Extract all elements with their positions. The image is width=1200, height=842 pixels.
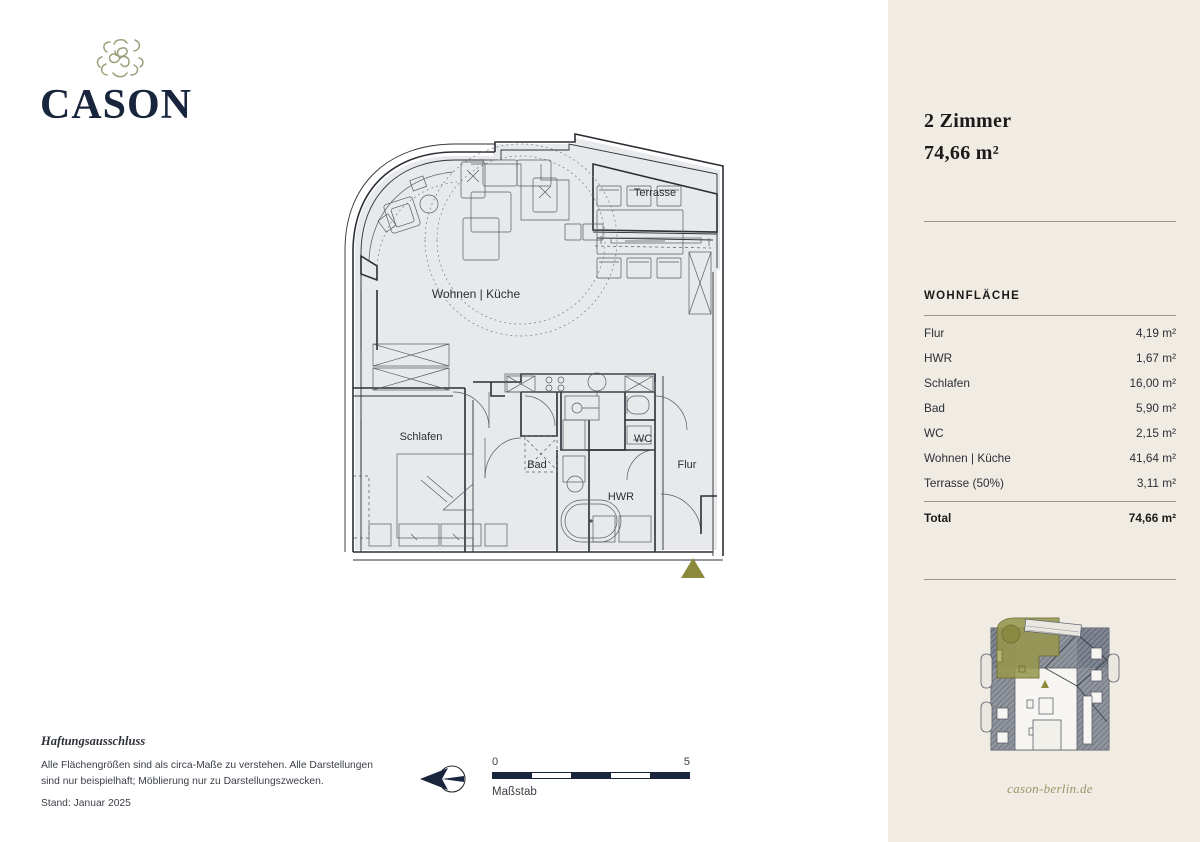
row-label: Terrasse (50%) [924,475,1004,490]
table-row-total: Total 74,66 m² [924,502,1176,531]
furniture-wc [626,395,652,445]
disclaimer: Haftungsausschluss Alle Flächengrößen si… [41,734,386,809]
table-row: Wohnen | Küche 41,64 m² [924,445,1176,470]
disclaimer-body: Alle Flächengrößen sind als circa-Maße z… [41,760,373,787]
furniture-kitchen [504,372,656,396]
plan-pane: CASON .w { fill:none; stroke:#2b2f36; st… [40,34,785,809]
row-label: Flur [924,325,945,340]
total-value: 74,66 m² [1128,511,1176,525]
row-value: 41,64 m² [1129,450,1176,465]
unit-rooms: 2 Zimmer [924,110,1012,132]
row-value: 4,19 m² [1136,325,1176,340]
furniture-hwr [592,515,652,543]
table-row: Bad 5,90 m² [924,395,1176,420]
row-value: 16,00 m² [1129,375,1176,390]
row-label: Bad [924,400,945,415]
row-value: 3,11 m² [1136,475,1176,490]
scale-start-label: 0 [492,756,499,768]
brand-logo: CASON [40,34,260,126]
divider-table-head [924,315,1176,316]
room-label-wc: WC [634,433,652,445]
website-url: cason-berlin.de [1007,781,1093,796]
row-value: 1,67 m² [1136,350,1176,365]
door-swings [452,391,717,535]
divider-table-total [924,501,1176,502]
row-value: 5,90 m² [1136,400,1176,415]
room-label-bad: Bad [527,459,547,471]
area-table-rows: Flur 4,19 m² HWR 1,67 m² Schlafen 16,00 … [924,320,1176,495]
brand-name: CASON [40,82,193,128]
row-label: Wohnen | Küche [924,450,1011,465]
total-label: Total [924,511,952,525]
disclaimer-date: Stand: Januar 2025 [41,797,131,809]
room-label-schlafen: Schlafen [400,431,443,443]
table-row: Schlafen 16,00 m² [924,370,1176,395]
room-label-terrasse: Terrasse [634,187,676,199]
exterior-walls [344,133,724,561]
rose-rosette-icon [90,34,260,82]
entrance-marker-icon [681,558,705,578]
scale-end-label: 5 [683,756,690,768]
divider-top [924,221,1176,222]
building-keyplan [924,610,1176,760]
area-table: WOHNFLÄCHE Flur 4,19 m² HWR 1,67 m² Schl… [924,290,1176,531]
room-label-flur: Flur [678,459,697,471]
row-label: WC [924,425,944,440]
disclaimer-title: Haftungsausschluss [41,734,146,748]
info-pane: 2 Zimmer 74,66 m² WOHNFLÄCHE Flur 4,19 m… [888,0,1200,842]
table-row: WC 2,15 m² [924,420,1176,445]
scale-caption: Maßstab [492,786,537,798]
terrasse-area [592,162,718,249]
furniture-bedroom [353,343,508,547]
furniture-bathroom [524,395,622,543]
north-arrow-icon [418,758,474,800]
row-label: HWR [924,350,953,365]
furniture-living [383,143,712,337]
table-row: Flur 4,19 m² [924,320,1176,345]
scale-bar-graphic [492,772,690,779]
area-table-heading: WOHNFLÄCHE [924,290,1021,302]
room-label-wohnen-kueche: Wohnen | Küche [432,287,521,301]
table-row: HWR 1,67 m² [924,345,1176,370]
floor-plan-drawing: .w { fill:none; stroke:#2b2f36; stroke-w… [325,120,785,580]
row-label: Schlafen [924,375,970,390]
windows [352,290,378,472]
divider-keyplan [924,578,1176,580]
table-row: Terrasse (50%) 3,11 m² [924,470,1176,495]
room-label-hwr: HWR [608,491,634,503]
row-value: 2,15 m² [1136,425,1176,440]
scale-bar: 0 5 Maßstab [492,756,690,798]
unit-area: 74,66 m² [924,142,1000,164]
